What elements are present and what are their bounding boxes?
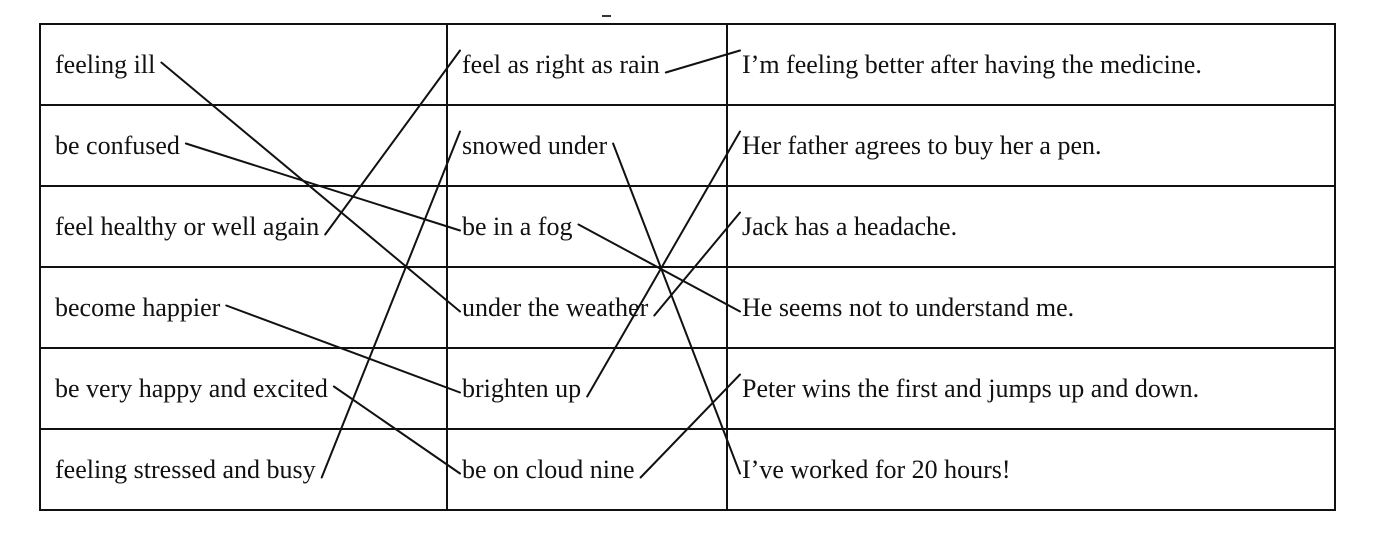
left-cell: become happier [39, 266, 448, 349]
example-sentence: I’ve worked for 20 hours! [742, 454, 1011, 484]
left-phrase: be confused [55, 130, 180, 160]
idiom-phrase: brighten up [462, 373, 582, 403]
middle-cell: be on cloud nine [446, 428, 728, 511]
matching-table: feeling ill feel as right as rain I’m fe… [39, 23, 1336, 511]
left-cell: be confused [39, 104, 448, 187]
example-sentence: I’m feeling better after having the medi… [742, 49, 1202, 79]
right-cell: I’ve worked for 20 hours! [726, 428, 1336, 511]
left-phrase: feeling ill [55, 49, 156, 79]
right-cell: He seems not to understand me. [726, 266, 1336, 349]
example-sentence: He seems not to understand me. [742, 292, 1075, 322]
right-cell: Peter wins the first and jumps up and do… [726, 347, 1336, 430]
idiom-phrase: be in a fog [462, 211, 573, 241]
middle-cell: feel as right as rain [446, 23, 728, 106]
table-row: feel healthy or well again be in a fog J… [39, 185, 1336, 268]
middle-cell: brighten up [446, 347, 728, 430]
table-row: be confused snowed under Her father agre… [39, 104, 1336, 187]
table-row: become happier under the weather He seem… [39, 266, 1336, 349]
idiom-phrase: snowed under [462, 130, 608, 160]
left-cell: feeling stressed and busy [39, 428, 448, 511]
left-phrase: feel healthy or well again [55, 211, 320, 241]
left-phrase: be very happy and excited [55, 373, 328, 403]
middle-cell: snowed under [446, 104, 728, 187]
table-row: feeling ill feel as right as rain I’m fe… [39, 23, 1336, 106]
example-sentence: Peter wins the first and jumps up and do… [742, 373, 1200, 403]
right-cell: Her father agrees to buy her a pen. [726, 104, 1336, 187]
idiom-phrase: be on cloud nine [462, 454, 635, 484]
left-cell: be very happy and excited [39, 347, 448, 430]
left-phrase: become happier [55, 292, 221, 322]
middle-cell: be in a fog [446, 185, 728, 268]
header-dash-mark [602, 15, 611, 17]
example-sentence: Her father agrees to buy her a pen. [742, 130, 1102, 160]
left-phrase: feeling stressed and busy [55, 454, 316, 484]
middle-cell: under the weather [446, 266, 728, 349]
idiom-phrase: feel as right as rain [462, 49, 660, 79]
table-row: feeling stressed and busy be on cloud ni… [39, 428, 1336, 511]
left-cell: feeling ill [39, 23, 448, 106]
right-cell: Jack has a headache. [726, 185, 1336, 268]
table-row: be very happy and excited brighten up Pe… [39, 347, 1336, 430]
right-cell: I’m feeling better after having the medi… [726, 23, 1336, 106]
idiom-phrase: under the weather [462, 292, 649, 322]
left-cell: feel healthy or well again [39, 185, 448, 268]
example-sentence: Jack has a headache. [742, 211, 958, 241]
